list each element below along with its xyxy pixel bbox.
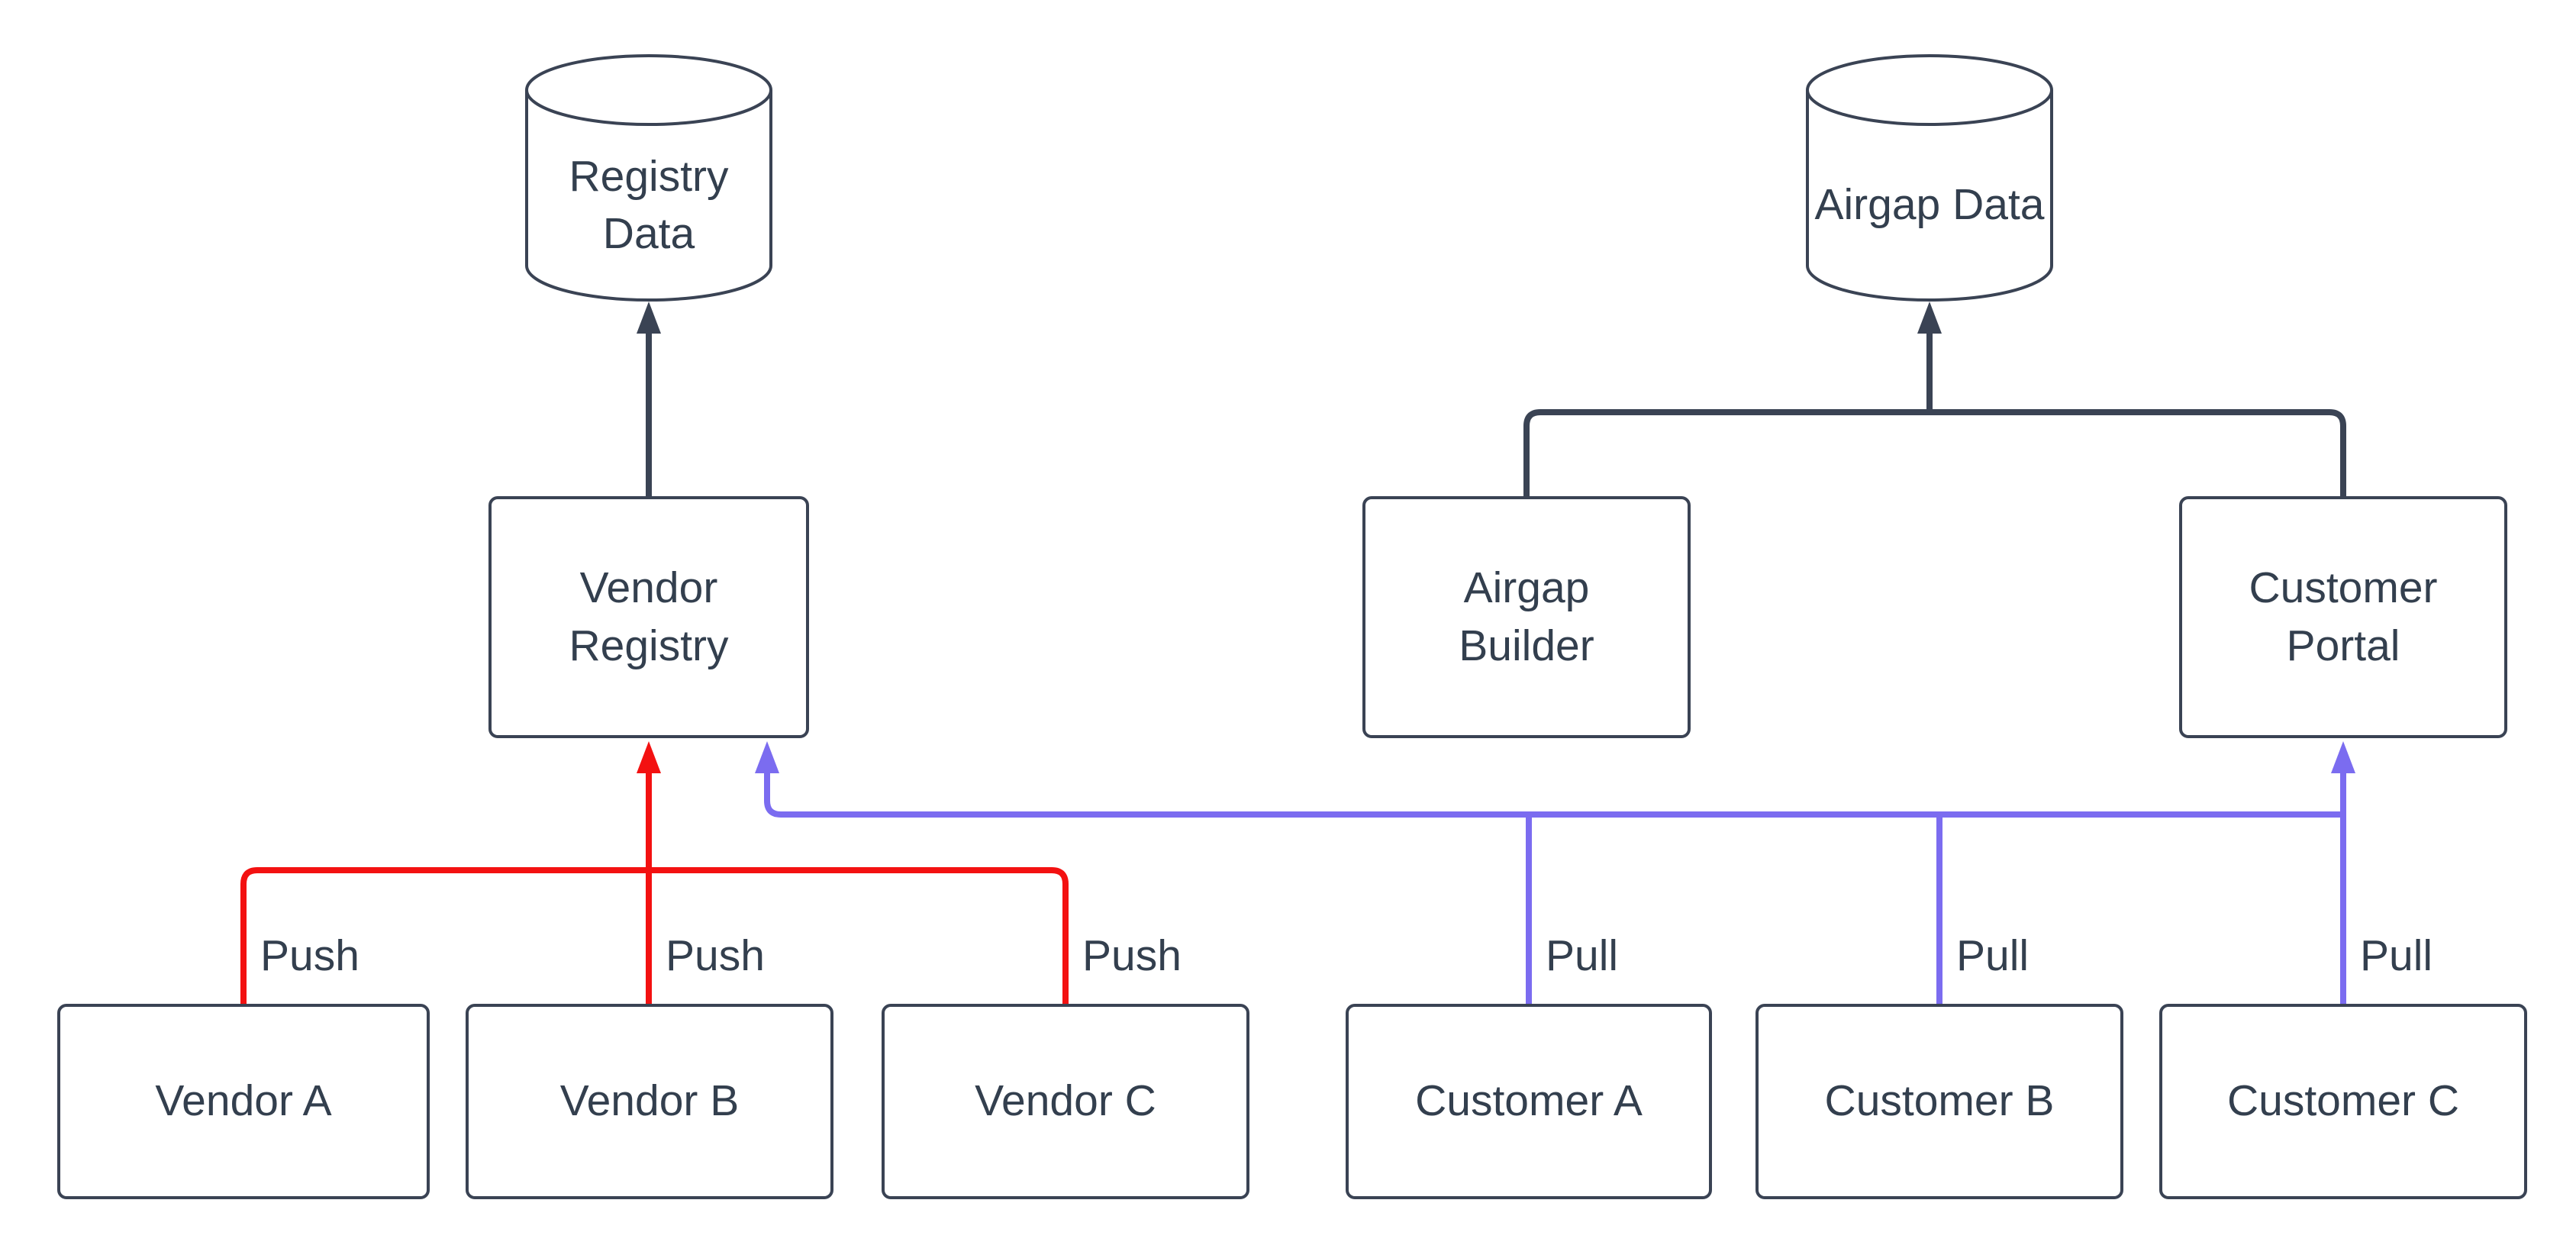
node-label: Vendor A: [155, 1076, 332, 1126]
node-registry-data: Registry Data: [527, 56, 771, 300]
node-label: Customer C: [2226, 1076, 2460, 1126]
node-vendor-c: Vendor C: [882, 1004, 1249, 1199]
edge-label-pull-customer-b: Pull: [1956, 931, 2030, 980]
edge-label-push-vendor-a: Push: [260, 931, 359, 980]
node-customer-portal: Customer Portal: [2179, 496, 2507, 738]
node-label: Customer Portal: [2249, 563, 2438, 670]
cylinder-registry-data-shape: [525, 54, 772, 302]
node-label: Airgap Builder: [1459, 563, 1594, 670]
node-label: Vendor Registry: [569, 563, 729, 670]
arrowhead-customer-portal-pull: [2331, 741, 2355, 773]
node-customer-b: Customer B: [1755, 1004, 2123, 1199]
node-label: Registry Data: [569, 151, 729, 258]
edge-push-branch: [240, 867, 1069, 1004]
node-customer-c: Customer C: [2159, 1004, 2527, 1199]
arrowhead-vendor-registry-push: [637, 741, 661, 773]
node-label: Customer A: [1415, 1076, 1643, 1126]
edge-airgap-branch: [1523, 409, 2346, 496]
node-vendor-a: Vendor A: [57, 1004, 430, 1199]
edge-label-pull-customer-a: Pull: [1546, 931, 1619, 980]
node-label: Customer B: [1824, 1076, 2055, 1126]
node-label: Airgap Data: [1814, 180, 2045, 230]
edge-label-pull-customer-c: Pull: [2360, 931, 2433, 980]
node-airgap-data: Airgap Data: [1807, 56, 2052, 300]
arrowhead-vendor-registry-pull: [755, 741, 779, 773]
cylinder-airgap-data-shape: [1806, 54, 2053, 302]
node-label: Vendor B: [559, 1076, 740, 1126]
node-customer-a: Customer A: [1346, 1004, 1712, 1199]
node-vendor-registry: Vendor Registry: [488, 496, 809, 738]
node-airgap-builder: Airgap Builder: [1362, 496, 1691, 738]
node-label: Vendor C: [975, 1076, 1156, 1126]
edge-pull-trunk: [764, 771, 2343, 818]
arrowhead-airgap-data: [1917, 302, 1942, 334]
node-vendor-b: Vendor B: [466, 1004, 833, 1199]
edge-label-push-vendor-b: Push: [666, 931, 765, 980]
arrowhead-registry-data: [637, 302, 661, 334]
edge-label-push-vendor-c: Push: [1082, 931, 1182, 980]
